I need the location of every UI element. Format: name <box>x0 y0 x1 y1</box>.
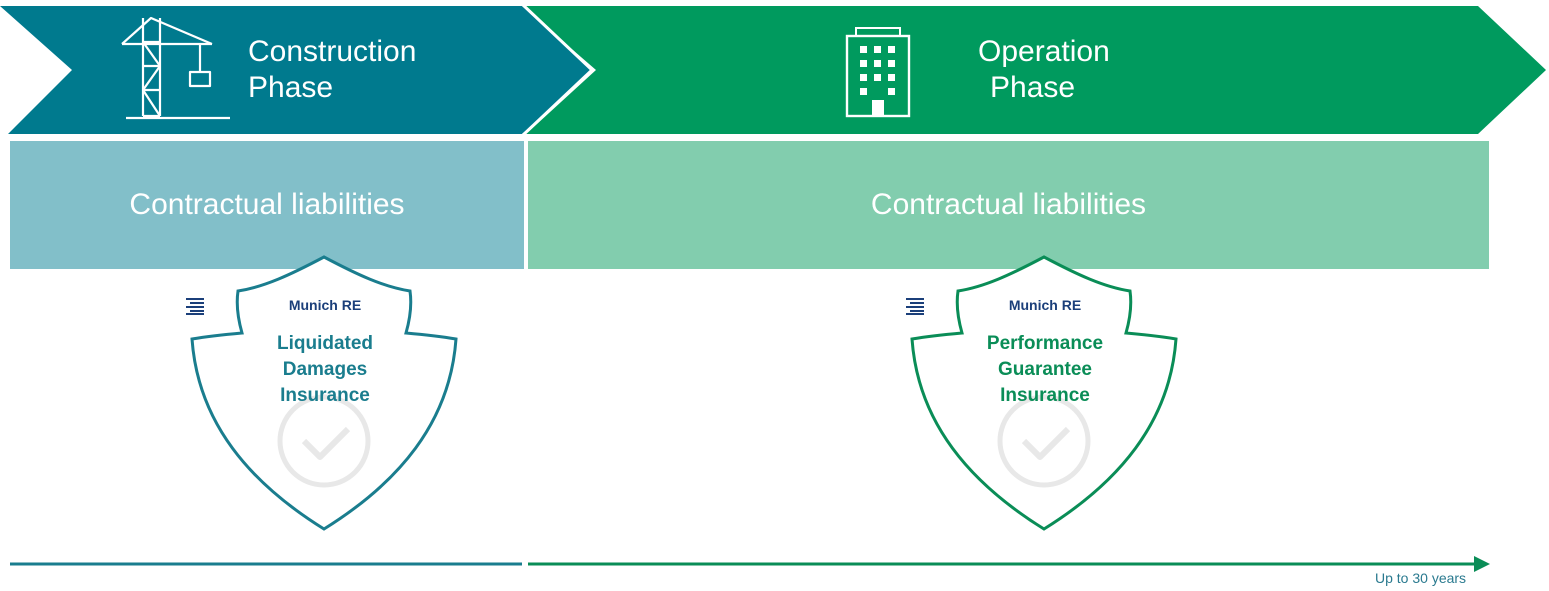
shield-line-3: Insurance <box>280 385 370 406</box>
liquidated-damages-shield: Munich RE Liquidated Damages Insurance <box>180 253 470 533</box>
construction-phase-label: Construction Phase <box>248 34 416 106</box>
munich-re-mark-icon <box>186 298 204 315</box>
shield-outline <box>910 255 1178 531</box>
shield-line-1: Performance <box>986 333 1104 354</box>
checkmark-icon <box>301 426 351 460</box>
operation-liabilities-label: Contractual liabilities <box>870 188 1147 221</box>
munich-re-logo: Munich RE <box>180 297 470 315</box>
operation-liabilities-box: Contractual liabilities <box>528 141 1489 269</box>
shield-line-1: Liquidated <box>276 333 374 354</box>
timeline-duration-label: Up to 30 years <box>1375 570 1467 586</box>
timeline-arrowhead-icon <box>1474 556 1490 572</box>
munich-re-logo: Munich RE <box>900 297 1190 315</box>
shield-line-2: Guarantee <box>998 359 1092 380</box>
shield-brand-text: Munich RE <box>288 297 362 313</box>
shield-product-name: Performance Guarantee Insurance <box>900 331 1190 409</box>
construction-liabilities-label: Contractual liabilities <box>129 188 405 221</box>
operation-phase-subtitle: Phase <box>990 71 1076 104</box>
shield-line-3: Insurance <box>1000 385 1090 406</box>
shield-outline <box>190 255 458 531</box>
munich-re-mark-icon <box>906 298 924 315</box>
phase-divider <box>520 2 595 138</box>
check-circle-icon <box>277 394 371 488</box>
construction-liabilities-box: Contractual liabilities <box>10 141 524 269</box>
check-circle-icon <box>997 394 1091 488</box>
shield-line-2: Damages <box>282 359 368 380</box>
phase-banner <box>0 2 1546 138</box>
construction-phase-chevron <box>0 6 592 134</box>
shield-product-name: Liquidated Damages Insurance <box>180 331 470 409</box>
construction-phase-title: Construction <box>248 35 417 68</box>
crane-icon <box>121 16 230 120</box>
operation-phase-title: Operation <box>978 35 1110 68</box>
building-icon <box>845 27 911 118</box>
operation-phase-chevron <box>522 6 1546 134</box>
checkmark-icon <box>1021 426 1071 460</box>
operation-phase-label: Operation Phase <box>978 34 1110 106</box>
construction-phase-subtitle: Phase <box>248 71 334 104</box>
shield-brand-text: Munich RE <box>1008 297 1082 313</box>
performance-guarantee-shield: Munich RE Performance Guarantee Insuranc… <box>900 253 1190 533</box>
timeline <box>10 556 1490 572</box>
